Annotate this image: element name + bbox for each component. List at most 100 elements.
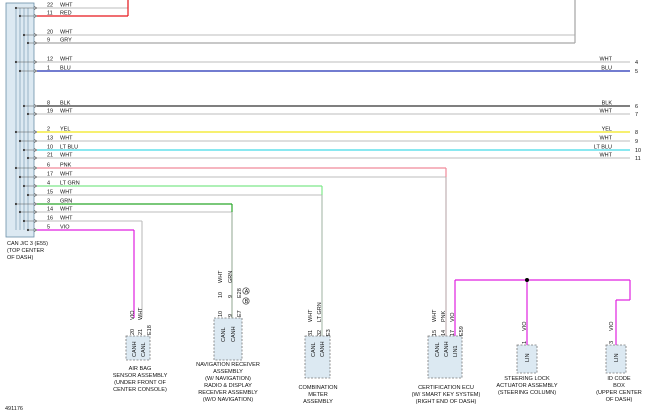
cert-wire-label-wht: WHT bbox=[432, 309, 438, 322]
idcode-caption-2: BOX bbox=[613, 383, 625, 389]
bus-right-label-21: WHT bbox=[599, 153, 612, 159]
steering-connector bbox=[516, 344, 538, 374]
bus-label-13: WHT bbox=[60, 136, 73, 142]
bus-pin-10: 10 bbox=[47, 145, 53, 151]
bus-right-label-12: WHT bbox=[599, 57, 612, 63]
idcode-pin-3: 3 bbox=[609, 341, 615, 344]
id-code-box-component: VIO 3 LIN ID CODE BOX (UPPER CENTER OF D… bbox=[596, 321, 642, 403]
bus-pin-16: 16 bbox=[47, 216, 53, 222]
cert-pin-canl: CANL bbox=[435, 342, 441, 357]
junction-caption-1: CAN J/C 3 (E55) bbox=[7, 241, 48, 247]
bus-right-label-2: YEL bbox=[602, 127, 612, 133]
steering-pin-1: 1 bbox=[522, 341, 528, 344]
combination-meter-component: WHT LT GRN 31 32 E3 CANL CANH COMBINATIO… bbox=[298, 302, 337, 405]
bus-pin-1: 1 bbox=[47, 66, 50, 72]
bus-right-num-2: 8 bbox=[635, 130, 638, 136]
idcode-connector bbox=[605, 344, 627, 374]
bus-pin-5: 5 bbox=[47, 225, 50, 231]
airbag-caption-2: SENSOR ASSEMBLY bbox=[113, 373, 168, 379]
nav-pin-9-upper: 9 bbox=[228, 295, 234, 298]
junction-caption-2: (TOP CENTER bbox=[7, 248, 44, 254]
steering-pin-lin: LIN bbox=[525, 353, 531, 362]
bus-pin-6: 6 bbox=[47, 163, 50, 169]
nav-conn-e7: E7 bbox=[237, 310, 243, 317]
nav-caption-4: RADIO & DISPLAY bbox=[204, 383, 252, 389]
cert-caption-2: (W/ SMART KEY SYSTEM) bbox=[412, 392, 481, 398]
cert-pin-15: 15 bbox=[432, 330, 438, 336]
airbag-pin-20: 20 bbox=[130, 329, 136, 335]
cert-caption-1: CERTIFICATION ECU bbox=[418, 385, 474, 391]
meter-pin-32: 32 bbox=[317, 330, 323, 336]
bus-pin-13: 13 bbox=[47, 136, 53, 142]
nav-caption-6: (W/O NAVIGATION) bbox=[203, 397, 253, 403]
bus-right-label-10: LT BLU bbox=[594, 145, 612, 151]
meter-caption-1: COMBINATION bbox=[298, 385, 337, 391]
idcode-pin-lin: LIN bbox=[614, 353, 620, 362]
bus-label-6: PNK bbox=[60, 163, 72, 169]
navigation-receiver-component: WHT GRN 10 9 E28 A 10 9 E7 B CANL CANH N… bbox=[196, 270, 260, 403]
cert-connector bbox=[427, 335, 463, 379]
idcode-caption-1: ID CODE bbox=[607, 376, 631, 382]
certification-ecu-component: WHT PNK VIO 15 14 17 E59 CANL CANH LIN1 … bbox=[412, 309, 481, 405]
bus-pin-15: 15 bbox=[47, 190, 53, 196]
bus-label-20: WHT bbox=[60, 30, 73, 36]
cert-wire-label-vio: VIO bbox=[450, 312, 456, 322]
nav-conn-e28: E28 bbox=[237, 288, 243, 298]
nav-pin-canh: CANH bbox=[231, 326, 237, 342]
bus-label-10: LT BLU bbox=[60, 145, 78, 151]
airbag-pin-canl: CANL bbox=[141, 342, 147, 357]
nav-circle-b-label: B bbox=[245, 299, 249, 305]
nav-circle-a-label: A bbox=[245, 289, 249, 295]
nav-pin-canl: CANL bbox=[221, 327, 227, 342]
nav-caption-1: NAVIGATION RECEIVER bbox=[196, 362, 260, 368]
nav-caption-5: RECEIVER ASSEMBLY bbox=[198, 390, 258, 396]
bus-label-11: RED bbox=[60, 11, 72, 17]
bus-right-num-19: 7 bbox=[635, 112, 638, 118]
meter-connector bbox=[304, 335, 331, 379]
nav-wire-label-grn: GRN bbox=[228, 271, 234, 283]
bus-pin-9: 9 bbox=[47, 38, 50, 44]
nav-caption-2: ASSEMBLY bbox=[213, 369, 243, 375]
bus-label-12: WHT bbox=[60, 57, 73, 63]
bus-label-17: WHT bbox=[60, 172, 73, 178]
airbag-pin-canh: CANH bbox=[132, 341, 138, 357]
steering-wire-label-vio: VIO bbox=[522, 321, 528, 331]
meter-pin-31: 31 bbox=[308, 330, 314, 336]
meter-wire-label-wht: WHT bbox=[308, 309, 314, 322]
nav-circle-a bbox=[242, 287, 250, 295]
bus-pin-4: 4 bbox=[47, 181, 50, 187]
airbag-pin-21: 21 bbox=[138, 329, 144, 335]
airbag-sensor-component: VIO WHT 20 21 E18 CANH CANL AIR BAG SENS… bbox=[113, 307, 168, 393]
bus-right-label-1: BLU bbox=[601, 66, 612, 72]
airbag-conn-id: E18 bbox=[147, 325, 153, 335]
bus-label-1: BLU bbox=[60, 66, 71, 72]
meter-wire-label-ltgrn: LT GRN bbox=[317, 302, 323, 322]
bus-right-label-19: WHT bbox=[599, 109, 612, 115]
nav-circle-b bbox=[242, 297, 250, 305]
cert-pin-14: 14 bbox=[441, 330, 447, 336]
bus-label-21: WHT bbox=[60, 153, 73, 159]
bus-right-label-8: BLK bbox=[602, 101, 613, 107]
steering-caption-1: STEERING LOCK bbox=[504, 376, 550, 382]
junction-caption-3: OF DASH) bbox=[7, 255, 33, 261]
cert-conn-id: E59 bbox=[459, 326, 465, 336]
idcode-caption-4: OF DASH) bbox=[606, 397, 633, 403]
airbag-caption-3: (UNDER FRONT OF bbox=[114, 380, 166, 386]
airbag-wire-label-wht: WHT bbox=[138, 307, 144, 320]
bus-pin-20: 20 bbox=[47, 30, 53, 36]
bus-pin-19: 19 bbox=[47, 109, 53, 115]
bus-pin-2: 2 bbox=[47, 127, 50, 133]
bus-right-num-10: 10 bbox=[635, 148, 641, 154]
bus-label-15: WHT bbox=[60, 190, 73, 196]
bus-label-9: GRY bbox=[60, 38, 72, 44]
bus-right-num-21: 11 bbox=[635, 156, 641, 162]
bus-pin-11: 11 bbox=[47, 11, 53, 17]
meter-caption-2: METER bbox=[308, 392, 328, 398]
drop-wires bbox=[133, 168, 631, 345]
bus-pin-22: 22 bbox=[47, 3, 53, 9]
bus-label-2: YEL bbox=[60, 127, 70, 133]
nav-caption-3: (W/ NAVIGATION) bbox=[205, 376, 251, 382]
meter-caption-3: ASSEMBLY bbox=[303, 399, 333, 405]
idcode-caption-3: (UPPER CENTER bbox=[596, 390, 642, 396]
